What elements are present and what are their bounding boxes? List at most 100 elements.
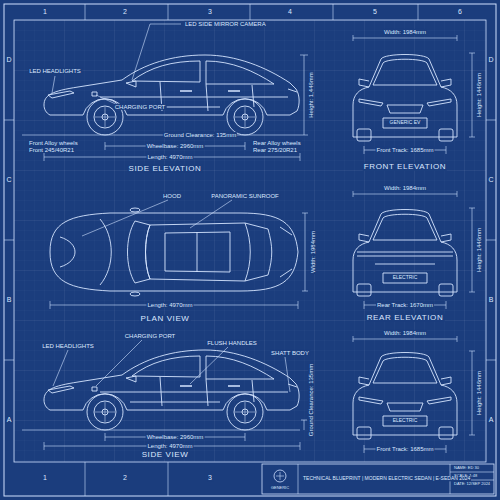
view-title: SIDE ELEVATION (127, 165, 202, 173)
grid (14, 20, 486, 462)
title-block-text: GENERIC (270, 486, 290, 490)
blueprint-stroke (4, 4, 496, 496)
part-label: Length: 4970mm (146, 154, 193, 160)
blueprint-stroke (364, 146, 446, 154)
part-label: Wheelbase: 2960mm (146, 143, 205, 149)
blueprint-stroke (50, 208, 298, 296)
leader-lines (52, 24, 290, 392)
part-label: Front Alloy wheels (28, 140, 79, 146)
part-label: Rear Track: 1670mm (376, 302, 434, 308)
grid-reference: 3 (207, 8, 213, 15)
part-label: SHATT BODY (270, 350, 310, 356)
blueprint-stroke (44, 442, 300, 450)
part-label: Length: 4970mm (146, 302, 193, 308)
blueprint-stroke (190, 347, 228, 384)
title-block-text: NAME: ED 30 (453, 466, 480, 470)
title-block (262, 464, 494, 494)
blueprint-stroke (285, 357, 290, 392)
part-label: ELECTRIC (392, 418, 419, 423)
blueprint-stroke (44, 55, 299, 135)
grid-reference: 1 (42, 474, 48, 481)
blueprint-stroke (353, 55, 457, 142)
grid-reference: D (5, 56, 12, 63)
view-title: SIDE VIEW (141, 451, 190, 459)
blueprint-stroke (22, 135, 300, 136)
blueprint-stroke (353, 210, 457, 297)
blueprint-stroke (469, 53, 475, 137)
part-label: Height: 1446mm (476, 370, 482, 416)
blueprint-stroke (132, 24, 181, 80)
blueprint-stroke (52, 76, 55, 93)
blueprint-stroke (44, 153, 300, 161)
grid-reference: 4 (287, 8, 293, 15)
blueprint-stroke (302, 213, 308, 291)
grid-reference: B (6, 296, 13, 303)
blueprint-stroke (469, 208, 475, 292)
grid-reference: C (487, 176, 494, 183)
view-title: FRONT ELEVATION (363, 163, 447, 171)
blueprint-stroke (96, 340, 142, 386)
part-label: Width: 1984mm (310, 230, 316, 274)
blueprint-stroke (359, 397, 451, 411)
inner-frame (14, 20, 486, 462)
part-label: Ground Clearance: 135mm (308, 363, 314, 437)
part-label: LED HEADLIGHTS (41, 343, 95, 349)
part-label: CHARGING PORT (124, 333, 177, 339)
grid-reference: D (487, 56, 494, 63)
part-label: LED SIDE MIRROR CAMERA (184, 21, 267, 27)
blueprint-stroke (301, 420, 307, 430)
grid-reference: 3 (207, 474, 213, 481)
blueprint-stroke (353, 191, 457, 197)
blueprint-stroke (364, 445, 446, 453)
part-label: LED HEADLIGHTS (28, 68, 82, 74)
part-label: Front 245/40R21 (28, 147, 75, 153)
part-label: Rear Alloy wheels (252, 140, 302, 146)
title-block-text: DATE: 12/SEP 2024 (453, 482, 491, 486)
part-label: Front Track: 1685mm (375, 446, 434, 452)
dimension-lines (22, 35, 475, 453)
part-label: Width: 1984mm (383, 330, 427, 336)
part-label: GENERIC EV (389, 120, 422, 125)
grid-reference: 2 (122, 474, 128, 481)
part-label: Height: 1,446mm (308, 71, 314, 119)
part-label: Width: 1984mm (383, 185, 427, 191)
part-label: FLUSH HANDLES (206, 340, 258, 346)
blueprint-stroke (50, 301, 298, 309)
blueprint-stroke (274, 470, 286, 482)
view-title: REAR ELEVATION (366, 314, 445, 322)
part-label: Rear 275/20R21 (252, 147, 298, 153)
part-label: CHARGING PORT (114, 104, 167, 110)
grid-reference: B (488, 296, 495, 303)
blueprint-stroke (359, 99, 451, 113)
grid-reference: A (6, 416, 13, 423)
blueprint-stroke (357, 252, 453, 264)
part-label: Height: 1446mm (476, 227, 482, 273)
blueprint-stroke (353, 35, 457, 41)
blueprint-stroke (44, 350, 299, 430)
grid-reference: 2 (122, 8, 128, 15)
zone-ticks (4, 4, 496, 496)
grid-reference: A (488, 416, 495, 423)
part-label: Wheelbase: 2960mm (146, 434, 205, 440)
view-title: PLAN VIEW (140, 315, 191, 323)
part-label: Ground Clearance: 135mm (163, 132, 237, 138)
grid-reference: 5 (372, 8, 378, 15)
blueprint-stroke (190, 200, 232, 228)
blueprint-stroke (469, 351, 475, 435)
grid-reference: 6 (457, 8, 463, 15)
part-label: Front Track: 1685mm (375, 147, 434, 153)
part-label: Width: 1984mm (383, 29, 427, 35)
outer-frame (4, 4, 496, 496)
blueprint-stroke (276, 472, 284, 480)
blueprint-stroke (105, 433, 245, 441)
blueprint-stroke (22, 430, 300, 431)
blueprint-stroke (298, 464, 494, 494)
blueprint-stroke (300, 55, 308, 135)
part-label: HOOD (162, 193, 182, 199)
part-label: Length: 4970mm (146, 443, 193, 449)
blueprint-stroke (364, 301, 446, 309)
part-label: PANORAMIC SUNROOF (210, 193, 280, 199)
drawing-title: TECHNICAL BLUEPRINT | MODERN ELECTRIC SE… (302, 476, 471, 481)
